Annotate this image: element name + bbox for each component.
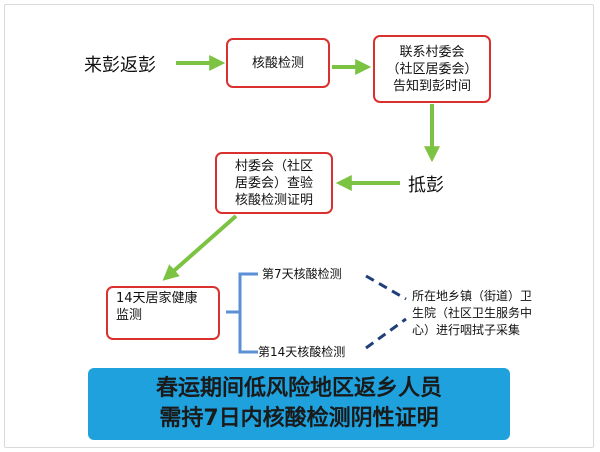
check-line-2: 居委会）查验 — [234, 175, 313, 191]
contact-line-1: 联系村委会 — [399, 44, 465, 60]
node-contact-committee: 联系村委会 （社区居委会） 告知到彭时间 — [373, 35, 491, 103]
monitor-line-1: 14天居家健康 — [116, 291, 198, 306]
contact-line-3: 告知到彭时间 — [392, 78, 471, 94]
contact-line-2: （社区居委会） — [386, 61, 478, 77]
brace — [226, 272, 258, 354]
page-frame — [4, 4, 594, 448]
sampling-line-1: 所在地乡镇（街道）卫 — [412, 289, 533, 303]
check-line-1: 村委会（社区 — [234, 158, 313, 174]
node-nucleic-test-label: 核酸检测 — [251, 55, 304, 71]
dash-day7 — [365, 274, 407, 301]
banner-line-2: 需持7日内核酸检测阴性证明 — [159, 406, 439, 431]
node-nucleic-test: 核酸检测 — [226, 38, 330, 88]
node-home-monitor: 14天居家健康 监测 — [106, 286, 220, 340]
node-day14-test: 第14天核酸检测 — [258, 345, 346, 359]
check-line-3: 核酸检测证明 — [234, 192, 313, 208]
node-committee-check: 村委会（社区 居委会）查验 核酸检测证明 — [215, 152, 333, 214]
monitor-line-2: 监测 — [116, 308, 143, 323]
sampling-line-2: 生院（社区卫生服务中 — [412, 306, 533, 320]
dash-day14 — [365, 317, 407, 350]
notice-banner: 春运期间低风险地区返乡人员 需持7日内核酸检测阴性证明 — [88, 368, 510, 440]
node-arrive: 抵彭 — [408, 175, 444, 196]
node-day7-test: 第7天核酸检测 — [262, 267, 342, 281]
arrow-check-to-monitor — [162, 214, 238, 281]
banner-line-1: 春运期间低风险地区返乡人员 — [155, 376, 442, 401]
sampling-line-3: 心）进行咽拭子采集 — [412, 323, 521, 337]
node-hospital-sampling: 所在地乡镇（街道）卫 生院（社区卫生服务中 心）进行咽拭子采集 — [412, 288, 532, 339]
node-come-back: 来彭返彭 — [84, 55, 156, 76]
